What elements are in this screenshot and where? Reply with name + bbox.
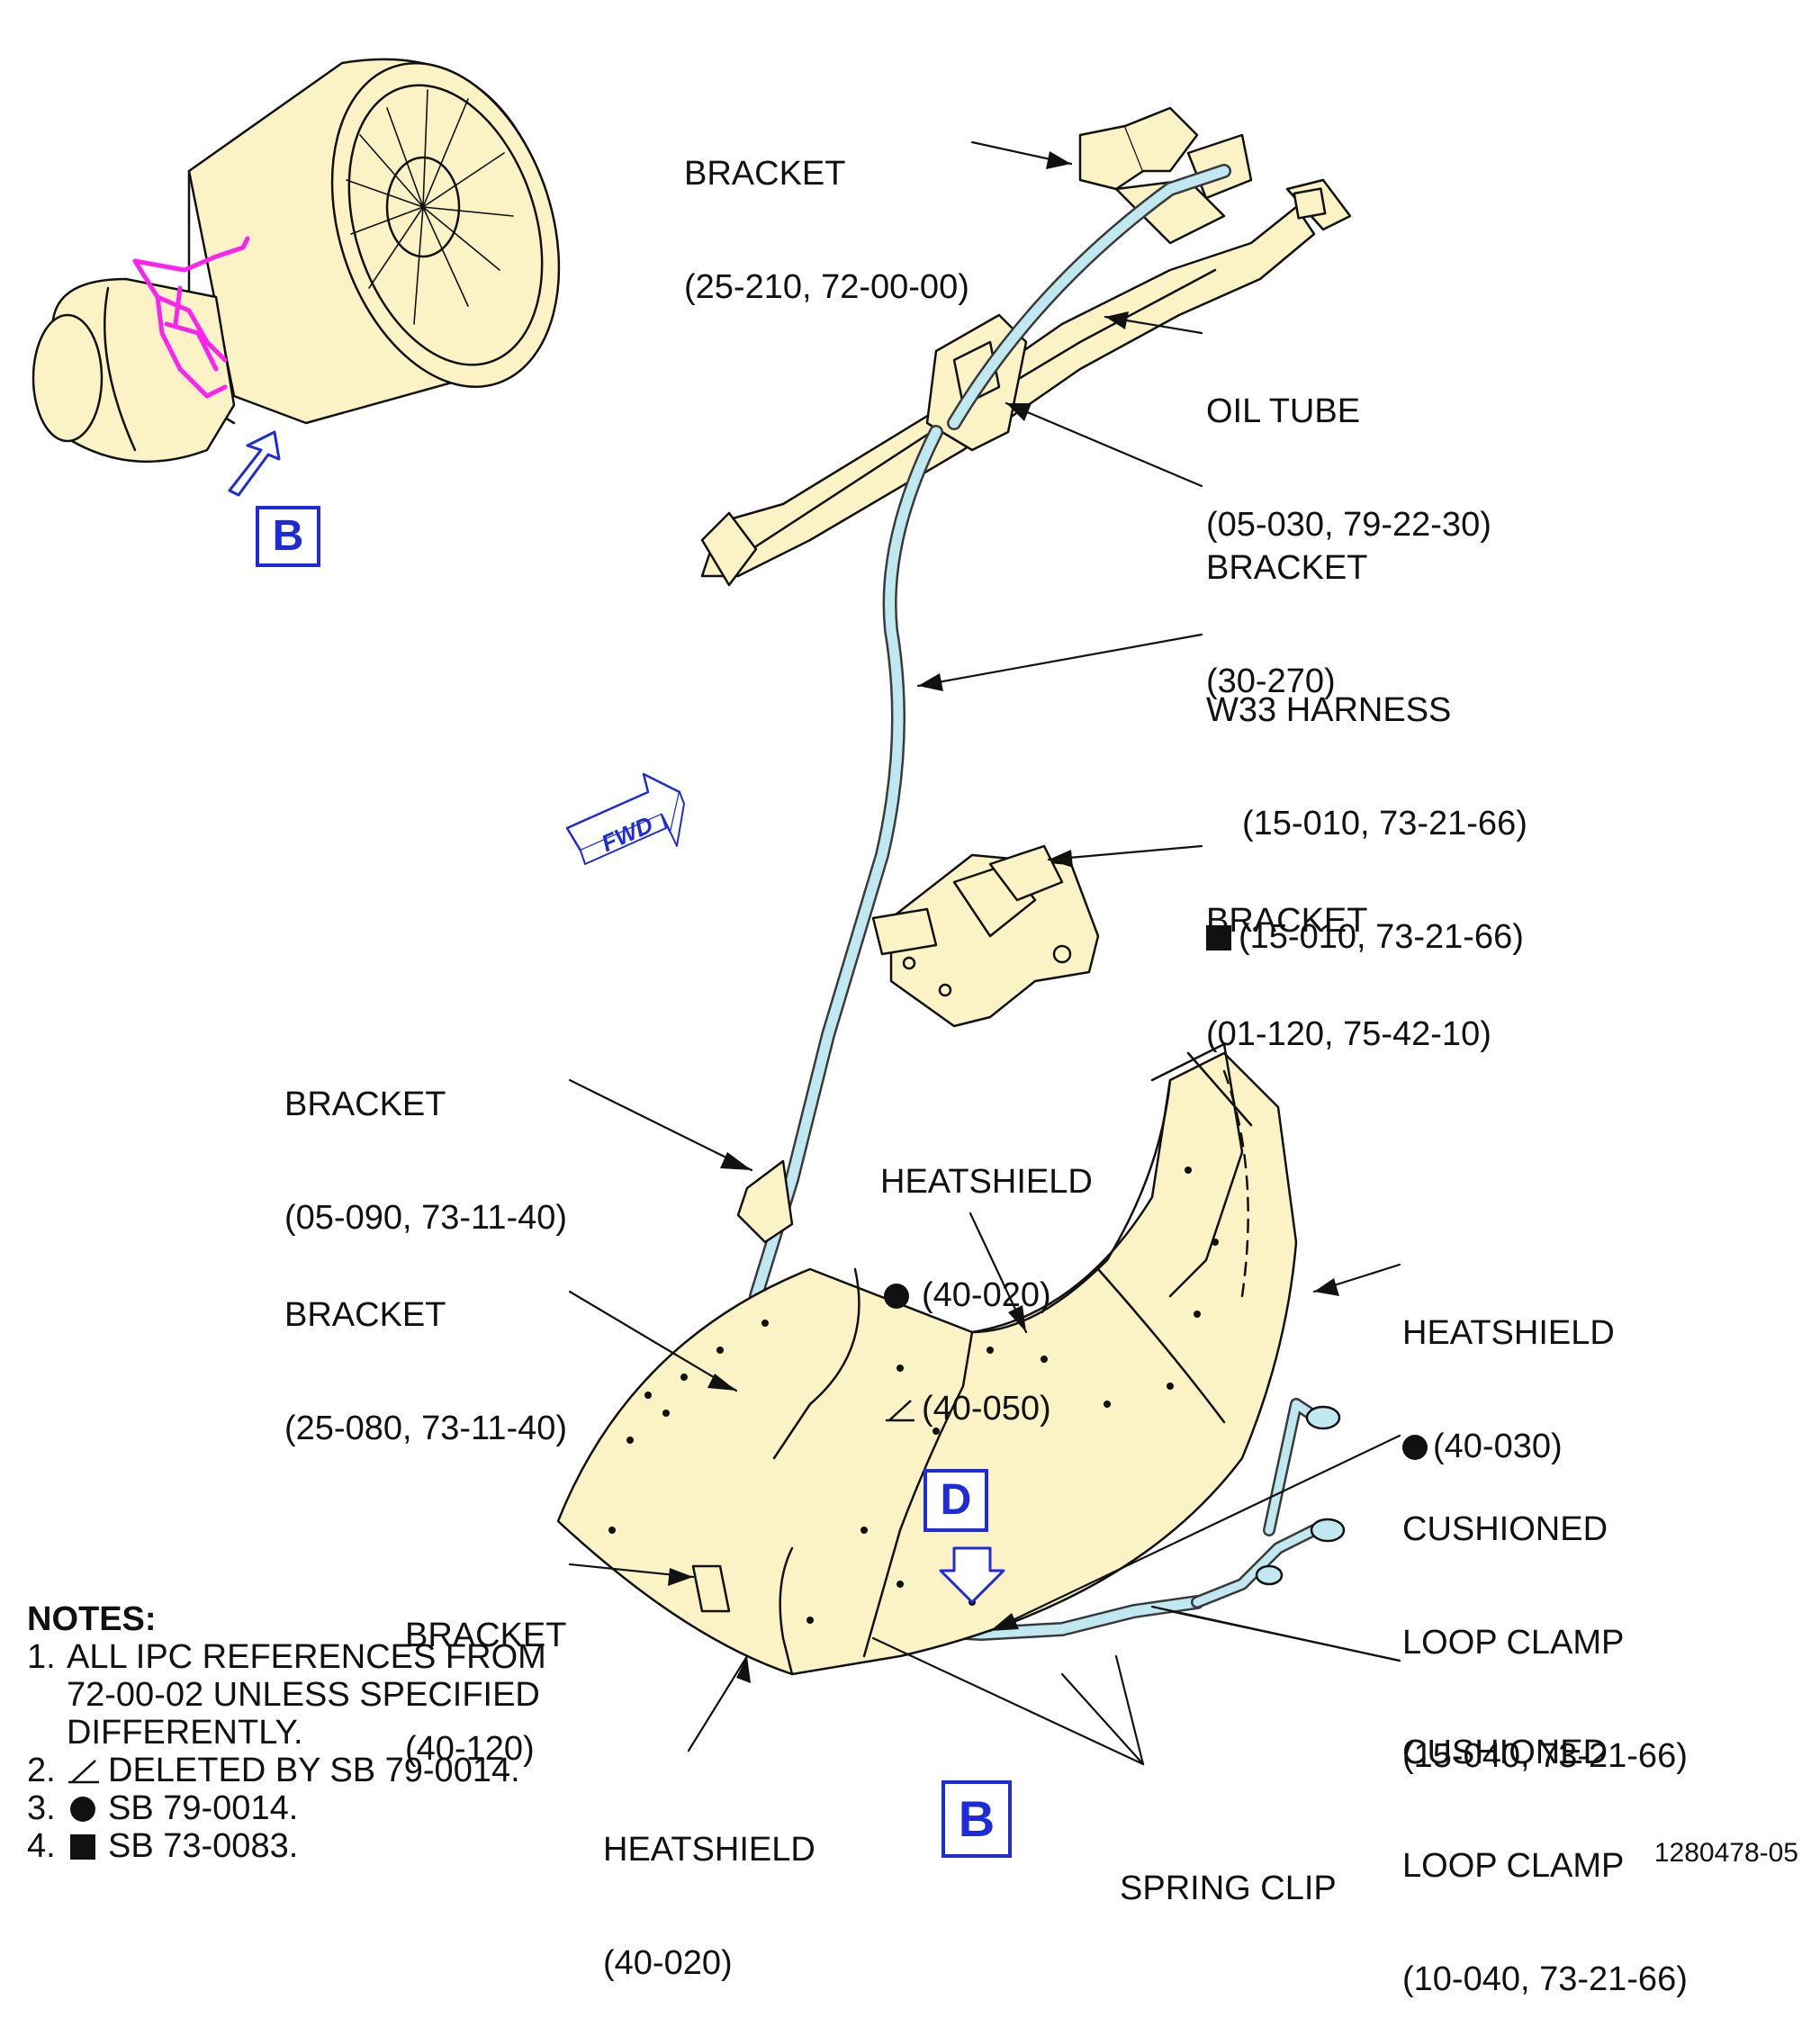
document-number: 1280478-05 — [1653, 1838, 1798, 1868]
label-line: (05-030, 79-22-30) — [1206, 506, 1491, 544]
label-line: LOOP CLAMP — [1402, 1624, 1625, 1662]
label-line: BRACKET — [284, 1296, 446, 1334]
label-line-with-circle: (40-020) — [880, 1276, 1093, 1314]
notes-title: NOTES: — [27, 1600, 157, 1638]
label-bracket-30-270: BRACKET (30-270) — [1206, 473, 1367, 738]
label-heatshield-center: HEATSHIELD (40-020) (40-050) — [880, 1087, 1093, 1465]
label-bracket-01-120: BRACKET (01-120, 75-42-10) — [1206, 826, 1491, 1091]
label-line: LOOP CLAMP — [1402, 1847, 1625, 1885]
label-line-with-circle: (40-030) — [1402, 1428, 1615, 1465]
deleted-triangle-icon — [886, 1400, 915, 1422]
engine-locator-illustration — [32, 58, 561, 464]
heatshield-assembly — [556, 1042, 1346, 1676]
note-item: 3. SB 79-0014. — [27, 1789, 589, 1827]
label-line: BRACKET — [405, 1617, 567, 1654]
label-line-with-square: (15-010, 73-21-66) — [1206, 918, 1527, 956]
note-number: 4. — [27, 1827, 56, 1865]
note-text: SB 79-0014. — [108, 1789, 299, 1827]
label-bracket-25-080: BRACKET (25-080, 73-11-40) — [284, 1221, 567, 1485]
label-line: (25-080, 73-11-40) — [284, 1410, 568, 1447]
filled-circle-icon — [884, 1284, 909, 1309]
label-line: SPRING CLIP — [1120, 1869, 1337, 1907]
note-text: DELETED BY SB 79-0014. — [108, 1752, 520, 1789]
label-line: (15-040, 73-21-66) — [1402, 1737, 1688, 1775]
label-bracket-40-120: BRACKET (40-120) — [405, 1541, 566, 1806]
filled-square-icon — [1206, 925, 1231, 950]
filled-square-icon — [70, 1834, 95, 1860]
deleted-triangle-icon — [68, 1760, 99, 1784]
label-line: (30-270) — [1206, 662, 1336, 700]
label-line: (10-040, 73-21-66) — [1402, 1960, 1688, 1998]
label-line-with-triangle: (40-050) — [880, 1390, 1093, 1428]
label-line: OIL TUBE — [1206, 392, 1361, 430]
note-text: SB 73-0083. — [108, 1827, 299, 1865]
label-spring-clip: SPRING CLIP — [1120, 1794, 1337, 1945]
diagram-artwork: FWD — [32, 58, 1401, 1766]
label-line: BRACKET — [684, 155, 846, 193]
label-line: (01-120, 75-42-10) — [1206, 1015, 1491, 1053]
label-bracket-25-210: BRACKET (25-210, 72-00-00) — [684, 79, 969, 344]
label-line: CUSHIONED — [1402, 1510, 1608, 1548]
label-text: (40-030) — [1433, 1428, 1563, 1465]
view-d-box: D — [924, 1469, 988, 1532]
label-heatshield-40-020-bottom: HEATSHIELD (40-020) — [603, 1755, 815, 2020]
label-line: BRACKET — [1206, 549, 1368, 587]
fwd-arrow — [565, 772, 685, 865]
note-number: 1. — [27, 1638, 56, 1676]
filled-circle-icon — [70, 1797, 95, 1822]
label-line: HEATSHIELD — [1402, 1314, 1615, 1352]
label-w33-harness: W33 HARNESS (15-010, 73-21-66) (15-010, … — [1206, 616, 1527, 994]
note-number: 2. — [27, 1752, 56, 1789]
label-line: (05-090, 73-11-40) — [284, 1199, 568, 1237]
filled-circle-icon — [1402, 1435, 1428, 1460]
label-line: BRACKET — [284, 1086, 446, 1123]
label-line: (25-210, 72-00-00) — [684, 268, 969, 306]
note-item: 1. ALL IPC REFERENCES FROM 72-00-02 UNLE… — [27, 1638, 589, 1752]
label-line: W33 HARNESS — [1206, 691, 1452, 729]
leader-arrowheads — [668, 151, 1339, 1683]
note-item: 2. DELETED BY SB 79-0014. — [27, 1752, 589, 1789]
label-line: (40-120) — [405, 1730, 535, 1768]
label-oil-tube: OIL TUBE (05-030, 79-22-30) — [1206, 317, 1491, 581]
label-text: (40-020) — [922, 1276, 1051, 1314]
view-d-arrow — [939, 1546, 1005, 1604]
label-line: HEATSHIELD — [880, 1163, 1093, 1201]
label-line: (15-010, 73-21-66) — [1242, 805, 1527, 842]
view-b-arrow-top — [228, 430, 281, 497]
note-text: ALL IPC REFERENCES FROM 72-00-02 UNLESS … — [67, 1638, 546, 1752]
label-line: CUSHIONED — [1402, 1734, 1608, 1771]
label-line: (40-020) — [603, 1944, 733, 1982]
label-cushioned-loop-clamp-15-040: CUSHIONED LOOP CLAMP (15-040, 73-21-66) — [1402, 1435, 1688, 1813]
oil-tube-assembly — [700, 106, 1352, 587]
label-line: HEATSHIELD — [603, 1831, 815, 1869]
view-b-box-top: B — [256, 506, 320, 567]
notes-block: NOTES: 1. ALL IPC REFERENCES FROM 72-00-… — [27, 1600, 589, 1865]
note-number: 3. — [27, 1789, 56, 1827]
label-text: (40-050) — [922, 1390, 1051, 1428]
label-bracket-05-090: BRACKET (05-090, 73-11-40) — [284, 1010, 567, 1275]
view-b-box-bottom: B — [942, 1780, 1012, 1858]
label-cushioned-loop-clamp-10-040: CUSHIONED LOOP CLAMP (10-040, 73-21-66) — [1402, 1658, 1688, 2036]
note-item: 4. SB 73-0083. — [27, 1827, 589, 1865]
bracket-01-120-illustration — [871, 844, 1100, 1028]
label-heatshield-40-030: HEATSHIELD (40-030) — [1402, 1239, 1615, 1503]
label-text: (15-010, 73-21-66) — [1239, 918, 1524, 956]
label-line: BRACKET — [1206, 902, 1368, 940]
